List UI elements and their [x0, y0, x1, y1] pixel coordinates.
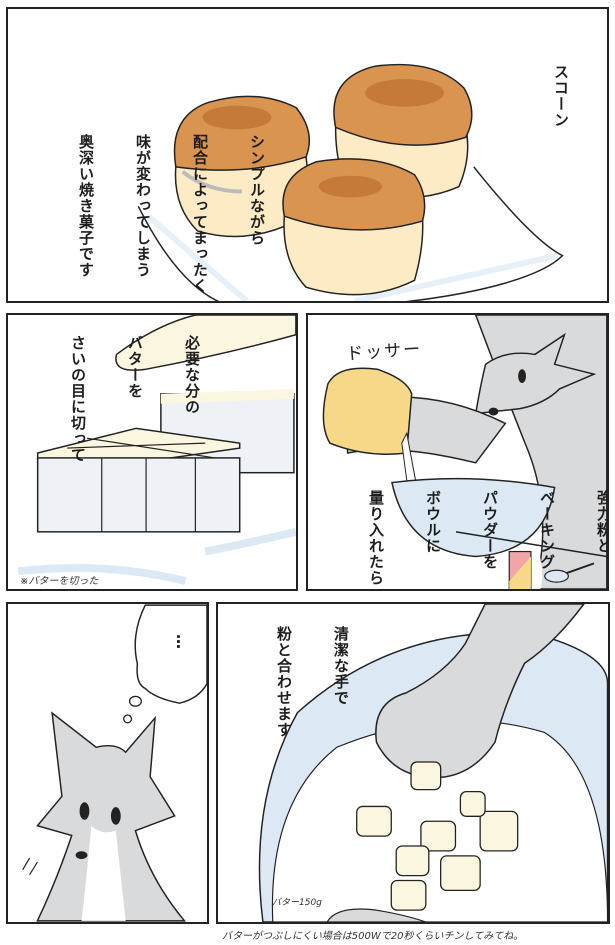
handwritten-note: バター150g →バター100g、サラダ油20g にしてもOK！ — [272, 898, 322, 908]
butter-cubes — [356, 761, 519, 911]
thought-bubble — [134, 604, 207, 704]
fox-head — [474, 332, 597, 415]
fox-head — [36, 711, 187, 922]
fox-eye-left — [79, 802, 90, 820]
fox-pouring-illustration — [322, 315, 607, 589]
fox-thinking-illustration — [22, 604, 207, 922]
fox-eye — [518, 369, 526, 384]
narration-right: 今夜作るのは イギリスの焼き菓子 スコーン — [552, 64, 570, 128]
panel-scones: 今夜作るのは イギリスの焼き菓子 スコーン シンプルながら 配合によってまったく… — [6, 7, 609, 303]
scone-front — [282, 158, 426, 296]
narration: 清潔な手で 粉と合わせます — [275, 626, 350, 738]
spoon — [544, 569, 569, 583]
knife — [115, 315, 296, 371]
fox-paw — [375, 604, 585, 779]
butter-knife-illustration — [17, 315, 296, 585]
scones-illustration — [137, 63, 564, 301]
scone-left — [173, 95, 310, 238]
fox-nose — [75, 851, 88, 860]
narration: 強力粉と ベーキング パウダーを ボウルに 量り入れたら — [367, 490, 609, 586]
thought-text: … — [173, 634, 191, 650]
sound-effect: ドッサー — [345, 339, 423, 365]
measuring-cup — [322, 367, 413, 455]
panel-fox-thinking: … — [6, 602, 209, 924]
mixing-bowl — [391, 477, 556, 558]
fox-eye-right — [110, 807, 121, 825]
motion-lines — [22, 857, 38, 876]
panel-mix-hand: 清潔な手で 粉と合わせます バター150g →バター100g、サラダ油20g に… — [216, 602, 610, 924]
footer-note: バターがつぶしにくい場合は500Wで20秒くらいチンしてみてね。 — [222, 931, 524, 942]
panel-butter-cut: 必要な分の バターを さいの目に切って ※バターを切った ナイフはあとでまた使い… — [6, 313, 298, 591]
hand-mixing-illustration — [258, 604, 608, 922]
handwritten-note: ※バターを切った ナイフはあとでまた使います。 — [20, 576, 99, 587]
panel-pour-flour: ドッサー 強力粉と ベーキング パウダーを ボウルに 量り入れたら — [306, 313, 609, 591]
narration: 必要な分の バターを さいの目に切って — [69, 335, 201, 463]
fox-nose — [488, 407, 499, 416]
narration-left: シンプルながら 配合によってまったく 味が変わってしまう 奥深い焼き菓子です — [77, 134, 266, 294]
